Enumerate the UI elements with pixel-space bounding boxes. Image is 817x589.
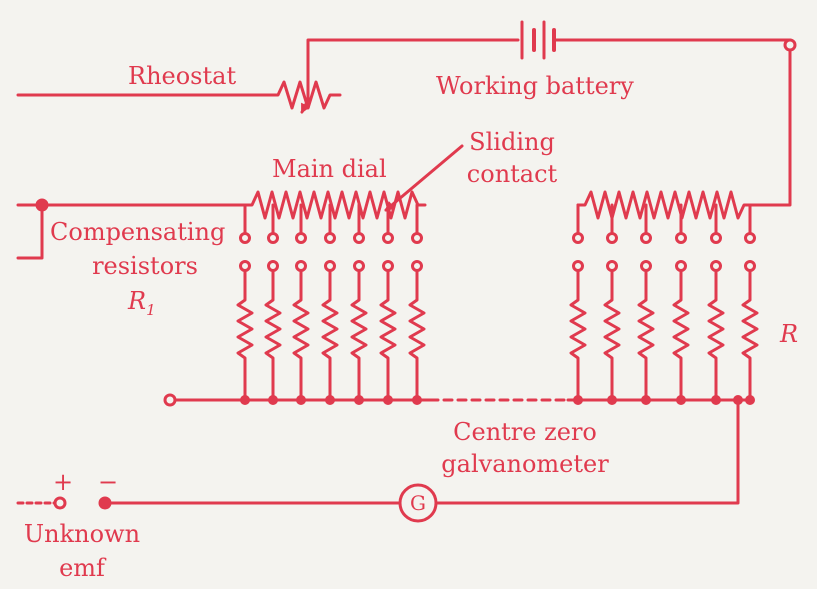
galvanometer-label-line1: Centre zero	[453, 418, 597, 446]
plus-sign: +	[53, 468, 74, 496]
resistors-r2	[569, 269, 759, 402]
sliding-contact-arrow	[384, 144, 464, 212]
main-dial-label: Main dial	[272, 155, 387, 183]
minus-sign: −	[98, 468, 119, 496]
main-dial-taps	[239, 203, 423, 244]
right-dial-taps	[572, 203, 756, 244]
rheostat-resistor	[268, 80, 342, 110]
rheostat-arrow	[300, 98, 311, 114]
wire-galvanometer-return	[434, 398, 740, 505]
bus-junctions	[240, 395, 755, 405]
compensating-resistors-label-line1: Compensating	[50, 218, 226, 246]
sliding-contact-label-line2: contact	[466, 160, 558, 188]
r2-label: R	[780, 320, 799, 348]
wire-top-left	[306, 38, 520, 102]
galvanometer-label-line2: galvanometer	[441, 450, 609, 478]
working-battery-symbol	[520, 20, 556, 60]
compensating-resistors-r1	[236, 269, 426, 402]
wire-compensating-tap	[16, 203, 44, 260]
right-dial-resistor	[576, 190, 752, 220]
unknown-emf-label-line2: emf	[59, 554, 105, 582]
rheostat-label: Rheostat	[128, 62, 237, 90]
right-lower-contacts	[572, 260, 756, 272]
working-battery-label: Working battery	[436, 72, 634, 100]
r1-subscript: 1	[146, 300, 156, 319]
unknown-emf-label-line1: Unknown	[23, 520, 141, 548]
galvanometer-g-label: G	[410, 491, 426, 515]
r1-label: R1	[128, 287, 156, 324]
wire-right-vertical	[748, 48, 792, 207]
r1-letter: R	[128, 287, 147, 315]
sliding-contact-label-line1: Sliding	[469, 128, 555, 156]
compensating-resistors-label-line2: resistors	[92, 252, 198, 280]
left-lower-contacts	[239, 260, 423, 272]
unknown-emf-minus-terminal	[98, 496, 112, 510]
